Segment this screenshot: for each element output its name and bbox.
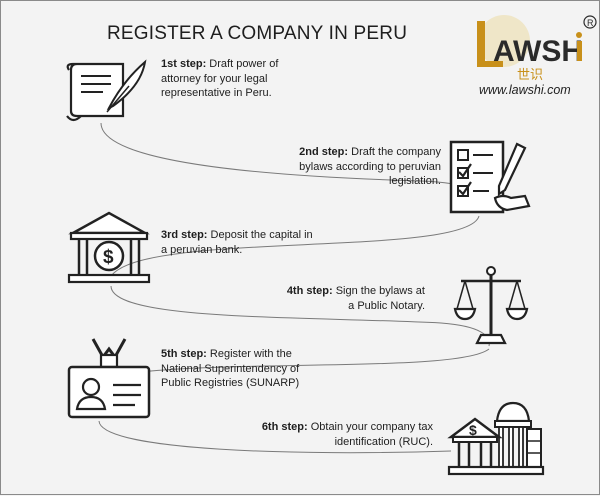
svg-text:世识: 世识 <box>517 68 543 81</box>
svg-text:R: R <box>587 18 594 28</box>
step-3-description: Deposit the capital in a peruvian bank. <box>161 229 313 256</box>
svg-text:$: $ <box>469 422 477 438</box>
tax-office-icon: $ <box>447 401 545 476</box>
step-4-text: 4th step: Sign the bylaws at a Public No… <box>285 284 425 313</box>
checklist-pen-icon <box>449 140 531 214</box>
bank-icon: $ <box>67 211 151 284</box>
website-link[interactable]: www.lawshi.com <box>479 83 571 97</box>
lawshi-logo: AWSH R 世识 <box>457 11 597 83</box>
step-1-label: 1st step: <box>161 58 207 70</box>
step-5-label: 5th step: <box>161 348 207 360</box>
id-badge-icon <box>67 338 151 419</box>
step-6-label: 6th step: <box>261 421 308 433</box>
step-5-description: Register with the National Superintenden… <box>161 348 300 389</box>
step-6-text: 6th step: Obtain your company tax identi… <box>257 420 433 449</box>
svg-text:AWSH: AWSH <box>493 35 583 68</box>
step-1-description: Draft power of attorney for your legal r… <box>161 58 279 99</box>
svg-text:$: $ <box>103 247 114 268</box>
step-2-text: 2nd step: Draft the company bylaws accor… <box>293 145 441 189</box>
step-2-label: 2nd step: <box>299 146 349 158</box>
logo-mark: AWSH R 世识 <box>477 15 597 83</box>
step-4-label: 4th step: <box>286 285 333 297</box>
document-quill-icon <box>66 59 147 122</box>
step-6-description: Obtain your company tax identification (… <box>307 421 433 448</box>
step-1-text: 1st step: Draft power of attorney for yo… <box>161 57 311 101</box>
step-3-text: 3rd step: Deposit the capital in a peruv… <box>161 228 321 257</box>
step-2-description: Draft the company bylaws according to pe… <box>299 146 441 187</box>
step-3-label: 3rd step: <box>161 229 208 241</box>
step-4-description: Sign the bylaws at a Public Notary. <box>332 285 425 312</box>
page-title: REGISTER A COMPANY IN PERU <box>107 23 408 44</box>
scales-icon <box>453 266 529 345</box>
step-5-text: 5th step: Register with the National Sup… <box>161 347 311 391</box>
